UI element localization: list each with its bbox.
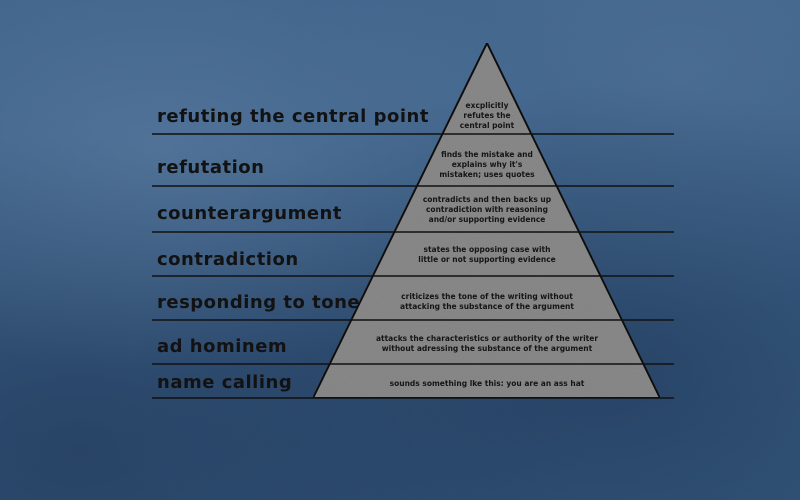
level-label-responding-to-tone: responding to tone <box>157 292 361 313</box>
level-label-name-calling: name calling <box>157 372 293 393</box>
level-label-refutation: refutation <box>157 157 265 178</box>
level-label-counterargument: counterargument <box>157 203 342 224</box>
divider-lines <box>152 133 674 399</box>
level-desc-responding-to-tone: criticizes the tone of the writing witho… <box>400 292 574 311</box>
level-label-ad-hominem: ad hominem <box>157 336 288 357</box>
level-label-refuting-central-point: refuting the central point <box>157 106 429 127</box>
level-desc-ad-hominem: attacks the characteristics or authority… <box>375 334 599 353</box>
level-desc-name-calling: sounds something lke this: you are an as… <box>389 379 585 388</box>
level-label-contradiction: contradiction <box>157 249 299 270</box>
